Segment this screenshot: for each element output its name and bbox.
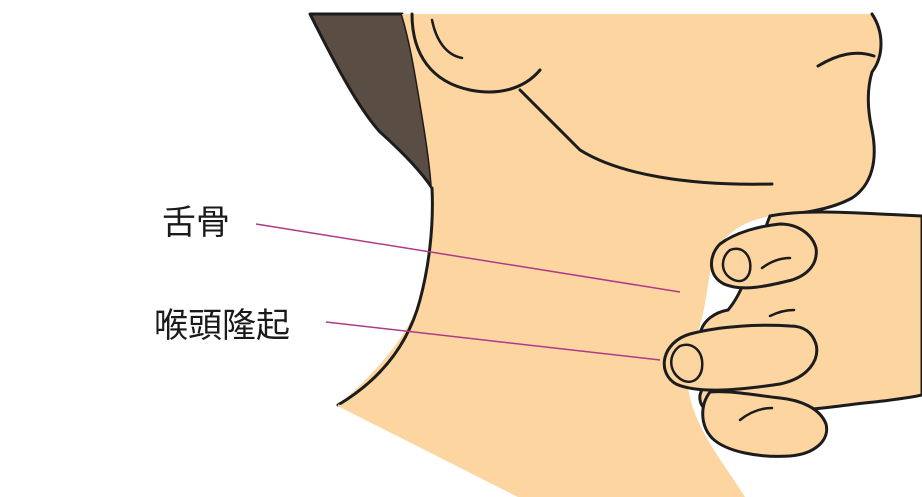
index-fingernail (671, 345, 702, 382)
hyoid-label: 舌骨 (162, 206, 230, 240)
laryngeal-prominence-label: 喉頭隆起 (154, 309, 290, 343)
thumbnail (723, 249, 750, 281)
